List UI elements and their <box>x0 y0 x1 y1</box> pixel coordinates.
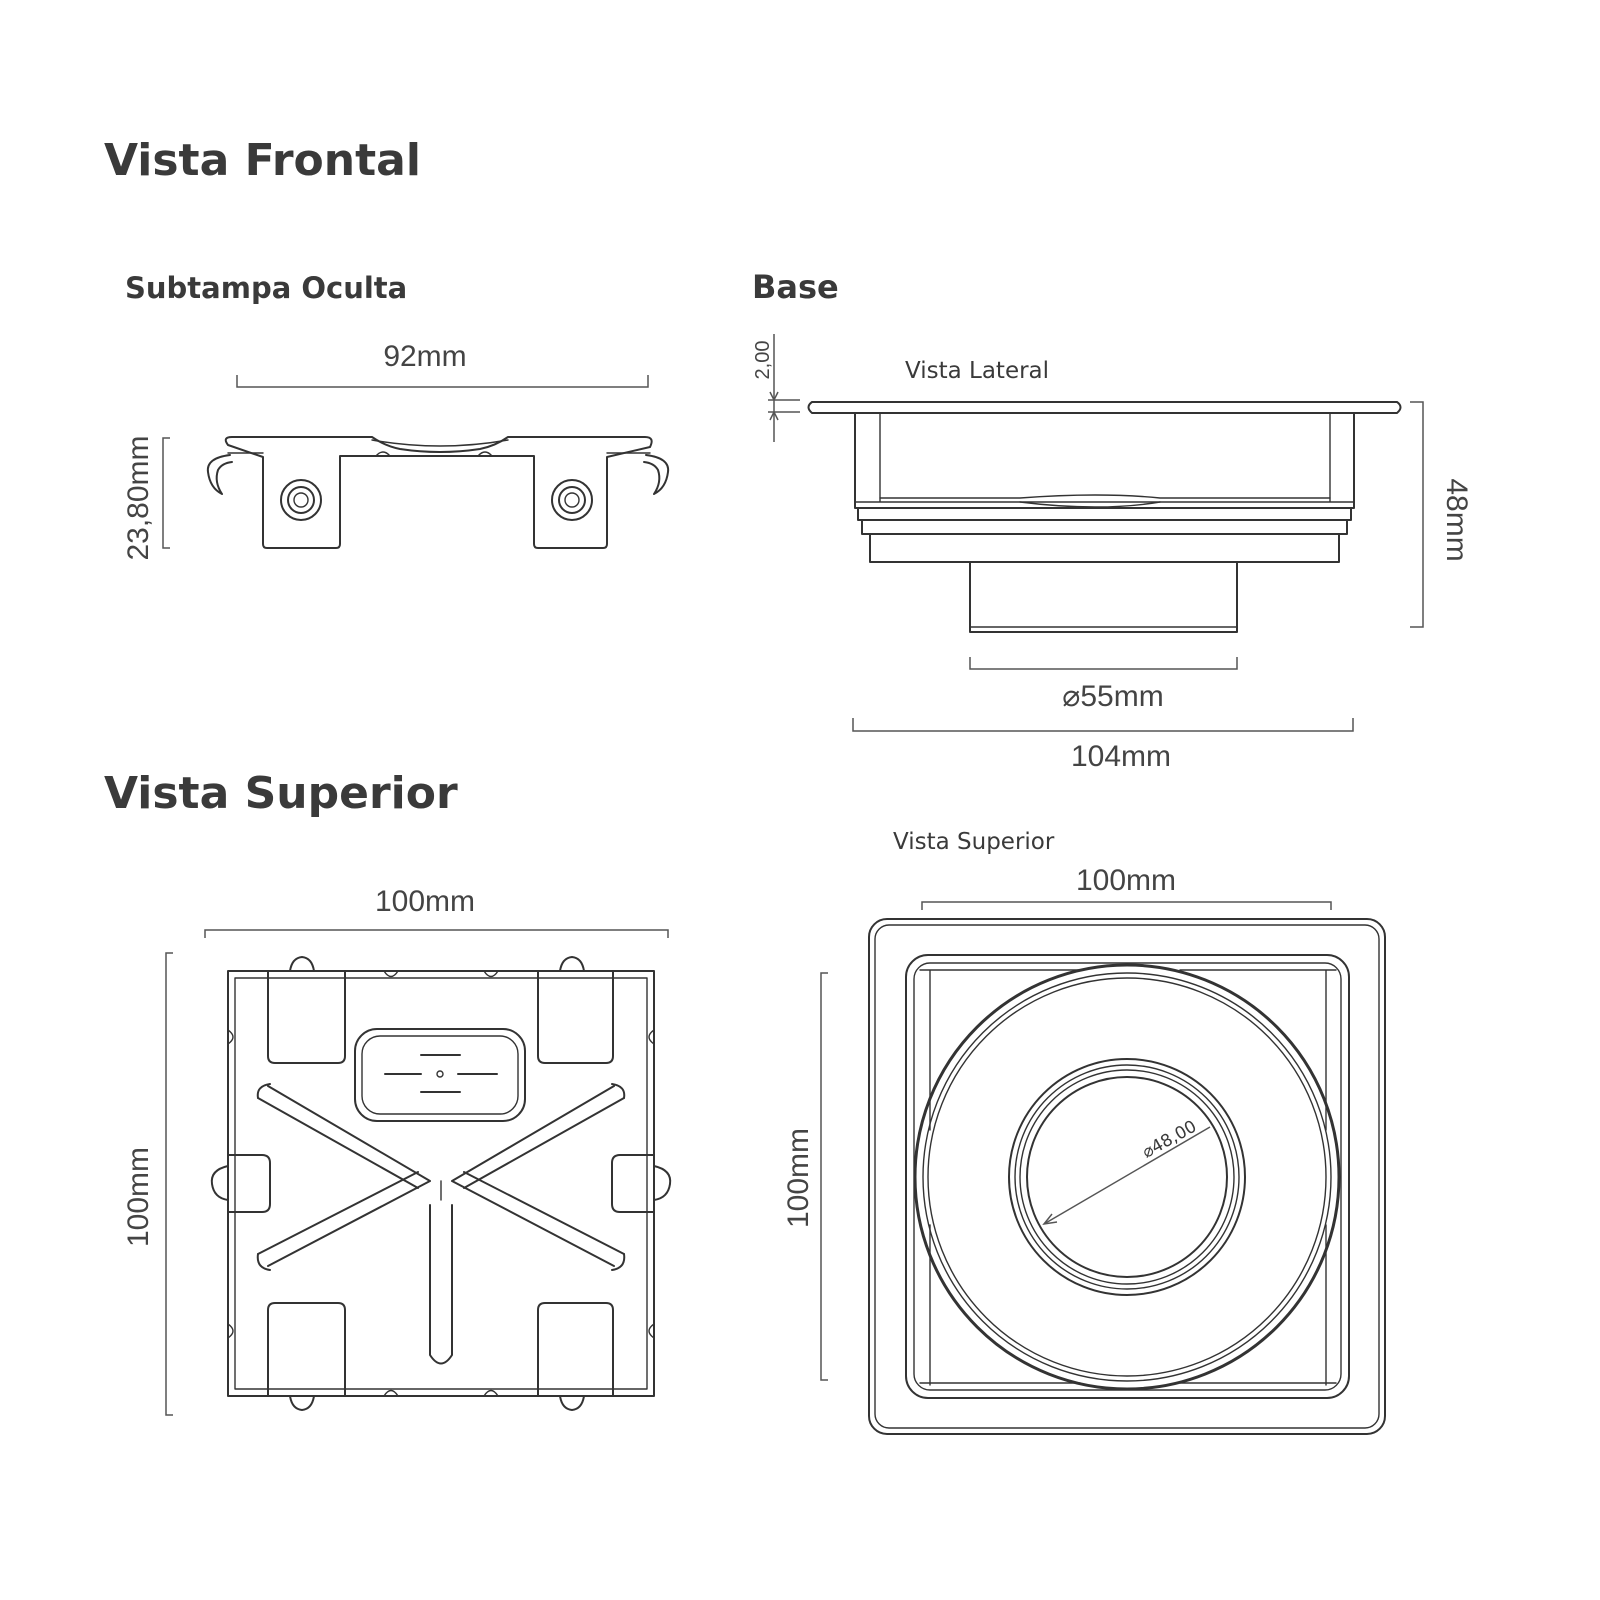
base-top-height-label: 100mm <box>782 1128 815 1228</box>
subtampa-right-screw-icon <box>551 479 593 521</box>
subtampa-top-inner-outline <box>234 977 648 1390</box>
subtampa-top-badge-dot <box>436 1070 444 1078</box>
subtampa-top-notches <box>227 970 655 1397</box>
subtampa-top-tab-top-right <box>559 956 585 972</box>
subtampa-left-clip <box>206 454 233 495</box>
subtampa-top-clip-left <box>210 1165 229 1201</box>
base-body-grate-seat <box>879 494 1331 508</box>
front-view-heading: Vista Frontal <box>104 135 421 186</box>
subtampa-width-dimension <box>236 375 649 388</box>
subtampa-top-center-badge <box>354 1028 526 1122</box>
subtampa-title: Subtampa Oculta <box>125 271 407 305</box>
base-body-inner <box>854 412 1355 503</box>
base-top-pipe-ring-outer <box>1008 1058 1246 1296</box>
subtampa-height-label: 23,80mm <box>122 435 155 560</box>
subtampa-top-window-bottom-right <box>537 1302 614 1397</box>
subtampa-top-bump-left <box>375 451 391 457</box>
base-top-width-label: 100mm <box>1076 864 1176 897</box>
subtampa-inner-edge <box>227 439 651 454</box>
base-top-width-dimension <box>921 901 1332 910</box>
base-flange-label: 2,00 <box>752 341 774 380</box>
subtampa-left-screw-icon <box>280 479 322 521</box>
subtampa-right-clip <box>643 454 670 495</box>
subtampa-top-window-right <box>611 1154 655 1213</box>
base-height-label: 48mm <box>1440 478 1473 561</box>
subtampa-top-window-left <box>227 1154 271 1213</box>
subtampa-top-width-label: 100mm <box>375 885 475 918</box>
base-outlet-pipe <box>969 561 1238 633</box>
base-top-outer-ring-inner <box>922 972 1332 1382</box>
base-top-pipe-ring-2 <box>1014 1064 1240 1290</box>
base-top-inner-square <box>905 954 1350 1399</box>
subtampa-top-width-dimension <box>204 929 669 938</box>
subtampa-top-badge-slots <box>384 1054 498 1093</box>
base-width-dimension <box>852 718 1354 732</box>
top-view-heading: Vista Superior <box>104 768 458 819</box>
base-pipe-dimension <box>969 657 1238 670</box>
base-top-outer-ring-inner2 <box>927 977 1327 1377</box>
subtampa-top-height-dimension <box>165 952 173 1416</box>
base-width-label: 104mm <box>1071 740 1171 773</box>
subtampa-width-label: 92mm <box>383 340 466 373</box>
base-lower-ring-3 <box>869 533 1340 563</box>
base-top-view-label: Vista Superior <box>893 829 1055 855</box>
subtampa-height-dimension <box>162 437 170 549</box>
base-top-outer-ring <box>913 963 1341 1391</box>
base-body-outer <box>854 412 1355 509</box>
subtampa-top-tab-bottom-left <box>289 1395 315 1411</box>
subtampa-top-window-bottom-left <box>267 1302 346 1397</box>
subtampa-top-bump-right <box>477 451 493 457</box>
base-lower-ring-2 <box>861 519 1348 535</box>
subtampa-top-clip-right <box>653 1165 672 1201</box>
base-lower-ring-1 <box>857 507 1352 521</box>
subtampa-top-view: 100mm 100mm <box>122 885 672 1416</box>
base-top-diameter-label: ⌀48,00 <box>1139 1117 1200 1163</box>
subtampa-top-center-badge-inner <box>361 1035 519 1115</box>
base-top-pipe-ring-3 <box>1019 1069 1235 1285</box>
base-top-view: Vista Superior 100mm 100mm ⌀48,00 <box>782 829 1386 1435</box>
base-top-diameter-leader <box>1043 1126 1211 1225</box>
base-top-height-dimension <box>820 972 828 1381</box>
base-top-diameter-arrow <box>1042 1213 1058 1226</box>
base-top-pipe-ring-inner <box>1026 1076 1228 1278</box>
subtampa-top-tab-top-left <box>289 956 315 972</box>
base-top-outer-frame-inner <box>874 924 1380 1429</box>
base-height-dimension <box>1410 401 1424 628</box>
base-top-inner-square-ticks <box>919 969 1337 1386</box>
subtampa-front-view: Subtampa Oculta 92mm 23,80mm <box>122 271 670 561</box>
subtampa-top-height-label: 100mm <box>122 1147 155 1247</box>
base-top-outer-frame <box>868 918 1386 1435</box>
subtampa-top-tab-bottom-right <box>559 1395 585 1411</box>
base-flange <box>807 401 1402 414</box>
base-side-view-label: Vista Lateral <box>905 358 1049 384</box>
base-side-view: Base Vista Lateral 2,00 48mm ⌀55mm 104mm <box>752 268 1473 773</box>
subtampa-top-x-ribs <box>256 1083 626 1365</box>
base-title: Base <box>752 268 839 306</box>
subtampa-top-window-top-right <box>537 970 614 1064</box>
subtampa-top-outline <box>227 970 655 1397</box>
base-pipe-label: ⌀55mm <box>1062 680 1163 713</box>
subtampa-top-window-top-left <box>267 970 346 1064</box>
base-flange-arrows <box>769 391 779 421</box>
subtampa-body-outline <box>224 436 653 549</box>
